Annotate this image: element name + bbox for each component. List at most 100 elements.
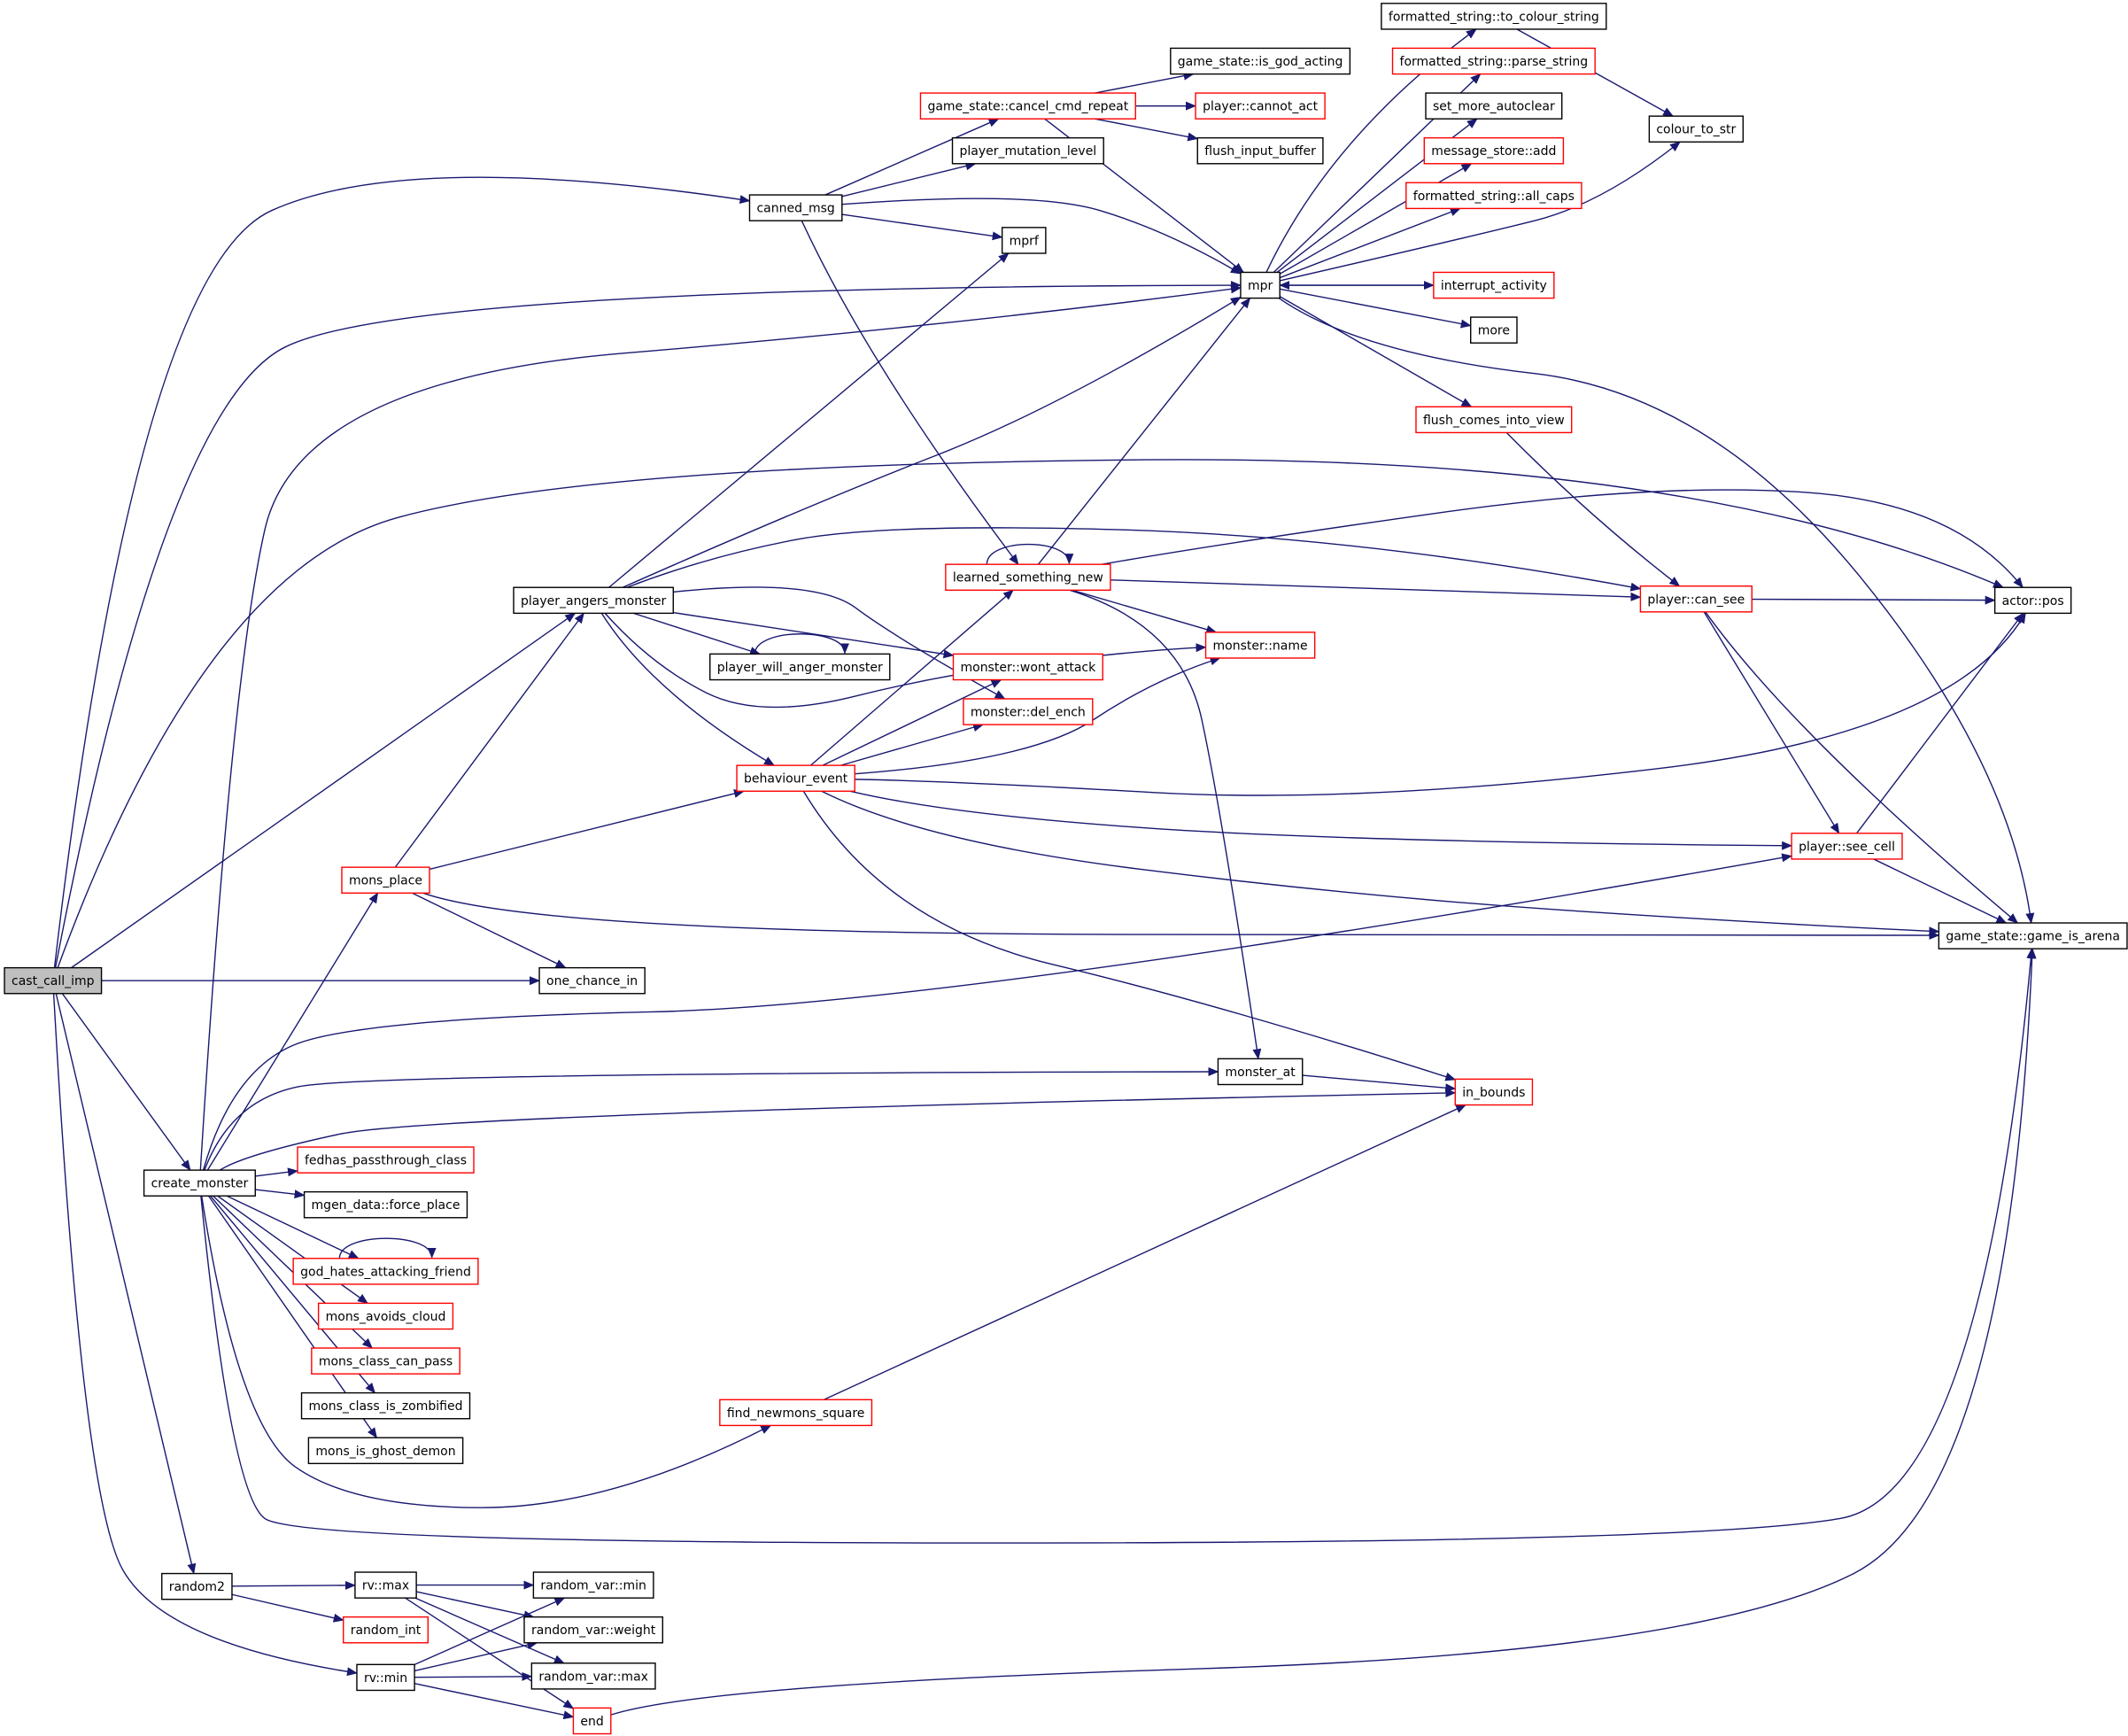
node-box bbox=[4, 966, 103, 995]
edge-player_can_see-to-player_see_cell bbox=[1703, 611, 1840, 834]
node-random_var_min[interactable]: random_var::min bbox=[532, 1571, 654, 1599]
node-message_store_add[interactable]: message_store::add bbox=[1423, 136, 1565, 165]
node-box bbox=[945, 563, 1111, 592]
node-set_more_autoclear[interactable]: set_more_autoclear bbox=[1425, 92, 1563, 120]
node-interrupt_activity[interactable]: interrupt_activity bbox=[1433, 271, 1555, 299]
edge-player_will_anger_monster-to-player_will_anger_monster bbox=[754, 633, 849, 655]
node-box bbox=[708, 653, 891, 681]
node-more[interactable]: more bbox=[1470, 316, 1518, 344]
node-flush_comes_into_view[interactable]: flush_comes_into_view bbox=[1415, 406, 1573, 434]
node-label: rv::min bbox=[364, 1671, 407, 1686]
node-label: fedhas_passthrough_class bbox=[305, 1154, 467, 1168]
node-player_cannot_act[interactable]: player::cannot_act bbox=[1195, 92, 1326, 120]
node-mprf[interactable]: mprf bbox=[1001, 227, 1047, 254]
node-label: end bbox=[580, 1715, 603, 1729]
node-mgen_data_force_place[interactable]: mgen_data::force_place bbox=[303, 1190, 468, 1219]
node-player_can_see[interactable]: player::can_see bbox=[1639, 585, 1753, 613]
edge-cast_call_imp-to-random2 bbox=[55, 993, 197, 1575]
edge-player_angers_monster-to-mprf bbox=[608, 252, 1010, 588]
node-gs_cancel_cmd_repeat[interactable]: game_state::cancel_cmd_repeat bbox=[919, 92, 1136, 120]
node-canned_msg[interactable]: canned_msg bbox=[748, 194, 843, 221]
node-box bbox=[311, 1347, 460, 1375]
node-label: random_var::weight bbox=[531, 1624, 656, 1638]
node-cast_call_imp[interactable]: cast_call_imp bbox=[4, 966, 103, 995]
edge-find_newmons_square-to-in_bounds bbox=[824, 1104, 1467, 1400]
node-box bbox=[572, 1707, 612, 1735]
node-mons_class_is_zombified[interactable]: mons_class_is_zombified bbox=[300, 1391, 471, 1420]
node-player_angers_monster[interactable]: player_angers_monster bbox=[513, 586, 674, 615]
node-box bbox=[951, 136, 1104, 165]
node-player_mutation_level[interactable]: player_mutation_level bbox=[951, 136, 1104, 165]
node-flush_input_buffer[interactable]: flush_input_buffer bbox=[1196, 136, 1324, 165]
edge-create_monster-to-mpr bbox=[199, 284, 1242, 1171]
node-random_int[interactable]: random_int bbox=[343, 1616, 429, 1644]
node-player_see_cell[interactable]: player::see_cell bbox=[1791, 833, 1903, 860]
edge-mpr-to-fs_all_caps bbox=[1279, 207, 1461, 279]
node-in_bounds[interactable]: in_bounds bbox=[1454, 1078, 1534, 1106]
node-mons_avoids_cloud[interactable]: mons_avoids_cloud bbox=[317, 1302, 454, 1330]
edge-mpr-to-flush_comes_into_view bbox=[1279, 296, 1473, 407]
edge-mons_place-to-one_chance_in bbox=[412, 892, 567, 969]
node-label: game_state::cancel_cmd_repeat bbox=[927, 100, 1128, 114]
node-player_will_anger_monster[interactable]: player_will_anger_monster bbox=[708, 653, 891, 681]
node-random2[interactable]: random2 bbox=[161, 1572, 233, 1600]
node-label: player_angers_monster bbox=[521, 594, 666, 608]
node-find_newmons_square[interactable]: find_newmons_square bbox=[719, 1399, 873, 1427]
edge-gs_cancel_cmd_repeat-to-gs_is_god_acting bbox=[1095, 71, 1195, 94]
node-fs_parse_string[interactable]: formatted_string::parse_string bbox=[1391, 47, 1596, 75]
node-box bbox=[1195, 92, 1326, 120]
node-box bbox=[297, 1146, 475, 1174]
edge-behaviour_event-to-actor_pos bbox=[855, 612, 2026, 796]
node-label: actor::pos bbox=[2002, 594, 2064, 608]
node-fs_to_colour_string[interactable]: formatted_string::to_colour_string bbox=[1381, 3, 1607, 30]
edge-player_angers_monster-to-player_can_see bbox=[626, 527, 1642, 592]
node-rv_min[interactable]: rv::min bbox=[356, 1663, 415, 1692]
node-monster_name[interactable]: monster::name bbox=[1204, 632, 1316, 659]
node-label: formatted_string::to_colour_string bbox=[1389, 10, 1599, 24]
edge-rv_min-to-random_var_weight bbox=[414, 1640, 538, 1672]
node-actor_pos[interactable]: actor::pos bbox=[1993, 586, 2072, 615]
edge-learned_something_new-to-monster_name bbox=[1072, 589, 1218, 634]
node-label: create_monster bbox=[151, 1177, 249, 1191]
node-box bbox=[1423, 136, 1565, 165]
node-one_chance_in[interactable]: one_chance_in bbox=[538, 966, 646, 995]
node-label: game_state::is_god_acting bbox=[1178, 55, 1343, 69]
node-rv_max[interactable]: rv::max bbox=[354, 1571, 417, 1599]
node-fedhas_passthrough_class[interactable]: fedhas_passthrough_class bbox=[297, 1146, 475, 1174]
node-label: random_var::max bbox=[538, 1670, 648, 1684]
edge-behaviour_event-to-in_bounds bbox=[802, 790, 1457, 1081]
node-mons_class_can_pass[interactable]: mons_class_can_pass bbox=[311, 1347, 460, 1375]
node-mons_place[interactable]: mons_place bbox=[341, 866, 430, 894]
node-box bbox=[538, 966, 646, 995]
node-mpr[interactable]: mpr bbox=[1240, 271, 1281, 299]
node-behaviour_event[interactable]: behaviour_event bbox=[736, 764, 855, 792]
node-label: one_chance_in bbox=[546, 974, 638, 988]
node-random_var_max[interactable]: random_var::max bbox=[530, 1662, 656, 1690]
node-learned_something_new[interactable]: learned_something_new bbox=[945, 563, 1111, 592]
node-create_monster[interactable]: create_monster bbox=[143, 1169, 256, 1197]
node-label: cast_call_imp bbox=[12, 974, 95, 988]
node-box bbox=[292, 1258, 479, 1285]
node-mons_is_ghost_demon[interactable]: mons_is_ghost_demon bbox=[307, 1437, 464, 1465]
node-god_hates_attacking_friend[interactable]: god_hates_attacking_friend bbox=[292, 1258, 479, 1285]
node-box bbox=[1791, 833, 1903, 860]
node-monster_at[interactable]: monster_at bbox=[1217, 1058, 1304, 1086]
node-random_var_weight[interactable]: random_var::weight bbox=[523, 1616, 663, 1644]
node-label: player::cannot_act bbox=[1203, 100, 1319, 114]
node-gs_is_god_acting[interactable]: game_state::is_god_acting bbox=[1170, 47, 1351, 75]
node-monster_wont_attack[interactable]: monster::wont_attack bbox=[952, 653, 1103, 681]
node-monster_del_ench[interactable]: monster::del_ench bbox=[963, 698, 1094, 725]
node-label: player_mutation_level bbox=[960, 144, 1097, 159]
node-end[interactable]: end bbox=[572, 1707, 612, 1735]
edge-random2-to-random_int bbox=[231, 1593, 344, 1623]
node-label: monster::name bbox=[1213, 639, 1308, 653]
edge-cast_call_imp-to-rv_min bbox=[52, 993, 358, 1677]
node-colour_to_str[interactable]: colour_to_str bbox=[1648, 115, 1745, 143]
node-gs_game_is_arena[interactable]: game_state::game_is_arena bbox=[1938, 922, 2128, 949]
node-box bbox=[1001, 227, 1047, 254]
edge-create_monster-to-mgen_data_force_place bbox=[255, 1189, 306, 1199]
node-fs_all_caps[interactable]: formatted_string::all_caps bbox=[1405, 182, 1582, 210]
edge-player_angers_monster-to-player_will_anger_monster bbox=[633, 612, 761, 655]
node-label: player_will_anger_monster bbox=[717, 661, 883, 675]
